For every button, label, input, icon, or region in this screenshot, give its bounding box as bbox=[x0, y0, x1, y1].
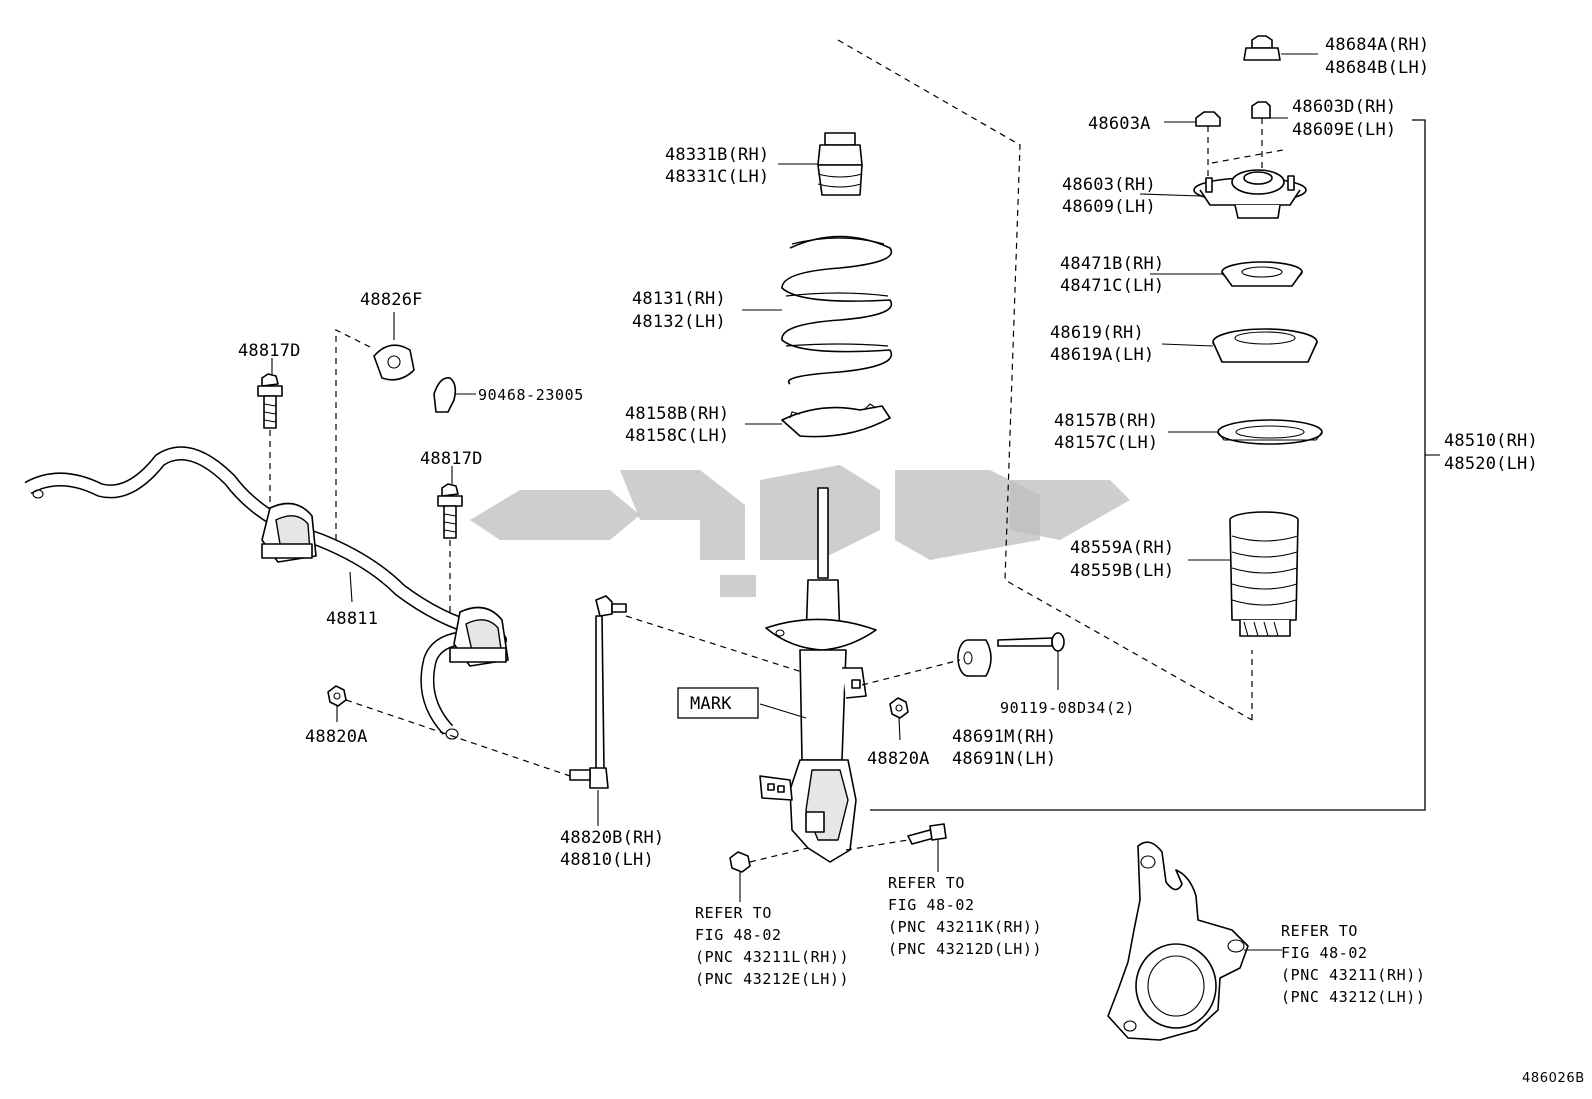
label-48817d-right: 48817D bbox=[420, 449, 483, 469]
bolt-90119 bbox=[997, 632, 1065, 690]
ref-knuckle-line-3: (PNC 43211(RH)) bbox=[1281, 966, 1425, 984]
label-48691m: 48691M(RH) bbox=[952, 727, 1056, 747]
label-48471b: 48471B(RH) bbox=[1060, 254, 1164, 274]
bolt-48817d-left bbox=[257, 358, 283, 508]
steering-knuckle bbox=[1107, 841, 1282, 1041]
dust-boot-48559 bbox=[1188, 511, 1299, 637]
ref-knuckle-line-1: REFER TO bbox=[1281, 922, 1358, 940]
label-48157c: 48157C(LH) bbox=[1054, 433, 1158, 453]
label-48158c: 48158C(LH) bbox=[625, 426, 729, 446]
knuckle-nut-lower bbox=[729, 847, 809, 902]
label-48471c: 48471C(LH) bbox=[1060, 276, 1164, 296]
label-48158b: 48158B(RH) bbox=[625, 404, 729, 424]
mark-callout: MARK bbox=[677, 687, 759, 719]
label-48684b: 48684B(LH) bbox=[1325, 58, 1429, 78]
label-48826f: 48826F bbox=[360, 290, 423, 310]
clip-90468 bbox=[433, 377, 476, 413]
label-48559b: 48559B(LH) bbox=[1070, 561, 1174, 581]
label-48619a: 48619A(LH) bbox=[1050, 345, 1154, 365]
reference-note-43211k: REFER TO FIG 48-02 (PNC 43211K(RH)) (PNC… bbox=[888, 874, 1042, 958]
label-48820a-left: 48820A bbox=[305, 727, 368, 747]
ref-knuckle-line-2: FIG 48-02 bbox=[1281, 944, 1368, 962]
label-48331b: 48331B(RH) bbox=[665, 145, 769, 165]
nut-48820a-left bbox=[327, 685, 571, 777]
label-48559a: 48559A(RH) bbox=[1070, 538, 1174, 558]
label-48691n: 48691N(LH) bbox=[952, 749, 1056, 769]
watermark-logo bbox=[470, 465, 1130, 597]
label-48603: 48603(RH) bbox=[1062, 175, 1156, 195]
ref-k-line-1: REFER TO bbox=[888, 874, 965, 892]
label-48510: 48510(RH) bbox=[1444, 431, 1538, 451]
shock-absorber-strut bbox=[759, 487, 877, 863]
label-48157b: 48157B(RH) bbox=[1054, 411, 1158, 431]
part-labels: 48684A(RH) 48684B(LH) 48603D(RH) 48609E(… bbox=[238, 35, 1538, 870]
label-90119: 90119-08D34(2) bbox=[1000, 699, 1135, 717]
lower-insulator-48158 bbox=[745, 403, 891, 438]
label-48131: 48131(RH) bbox=[632, 289, 726, 309]
mark-label: MARK bbox=[690, 694, 732, 714]
coil-spring-48131 bbox=[742, 235, 893, 385]
ref-k-line-3: (PNC 43211K(RH)) bbox=[888, 918, 1042, 936]
label-48331c: 48331C(LH) bbox=[665, 167, 769, 187]
reference-note-43211l: REFER TO FIG 48-02 (PNC 43211L(RH)) (PNC… bbox=[695, 904, 849, 988]
stabilizer-bushing-right bbox=[449, 606, 509, 667]
spring-insulator-48157 bbox=[1168, 419, 1323, 445]
ref-l-line-1: REFER TO bbox=[695, 904, 772, 922]
diagram-id: 486026B bbox=[1522, 1071, 1585, 1086]
label-48820a-right: 48820A bbox=[867, 749, 930, 769]
stabilizer-link-48820b bbox=[569, 595, 803, 826]
strut-assembly-bracket bbox=[870, 119, 1440, 811]
nut-48603d bbox=[1251, 101, 1288, 175]
label-48609e: 48609E(LH) bbox=[1292, 120, 1396, 140]
dust-seal-48471 bbox=[1150, 261, 1303, 287]
bushing-48826f bbox=[335, 312, 415, 540]
label-48619: 48619(RH) bbox=[1050, 323, 1144, 343]
ref-k-line-4: (PNC 43212D(LH)) bbox=[888, 940, 1042, 958]
label-48810: 48810(LH) bbox=[560, 850, 654, 870]
label-48817d-left: 48817D bbox=[238, 341, 301, 361]
label-48609: 48609(LH) bbox=[1062, 197, 1156, 217]
label-90468: 90468-23005 bbox=[478, 386, 584, 404]
stabilizer-bar-48811 bbox=[24, 446, 507, 740]
label-48520: 48520(LH) bbox=[1444, 454, 1538, 474]
ref-l-line-3: (PNC 43211L(RH)) bbox=[695, 948, 849, 966]
label-48820b: 48820B(RH) bbox=[560, 828, 664, 848]
ref-k-line-2: FIG 48-02 bbox=[888, 896, 975, 914]
bump-stopper-48331 bbox=[778, 132, 863, 196]
nut-48820a-right bbox=[889, 697, 909, 741]
label-48684a: 48684A(RH) bbox=[1325, 35, 1429, 55]
label-48603d: 48603D(RH) bbox=[1292, 97, 1396, 117]
top-mount-cap-48684 bbox=[1243, 35, 1318, 61]
strut-assembly-outline bbox=[837, 39, 1253, 721]
spring-seat-48619 bbox=[1161, 328, 1318, 363]
cushion-48691 bbox=[861, 639, 992, 686]
label-48132: 48132(LH) bbox=[632, 312, 726, 332]
ref-knuckle-line-4: (PNC 43212(LH)) bbox=[1281, 988, 1425, 1006]
knuckle-bolt-upper bbox=[845, 823, 947, 872]
reference-note-43211: REFER TO FIG 48-02 (PNC 43211(RH)) (PNC … bbox=[1281, 922, 1425, 1006]
ref-l-line-4: (PNC 43212E(LH)) bbox=[695, 970, 849, 988]
ref-l-line-2: FIG 48-02 bbox=[695, 926, 782, 944]
stabilizer-bushing-left bbox=[261, 502, 317, 563]
nut-48603a bbox=[1164, 111, 1221, 180]
label-48603a: 48603A bbox=[1088, 114, 1151, 134]
bolt-48817d-right bbox=[437, 466, 463, 612]
label-48811: 48811 bbox=[326, 609, 378, 629]
strut-support-48603 bbox=[1139, 149, 1307, 219]
